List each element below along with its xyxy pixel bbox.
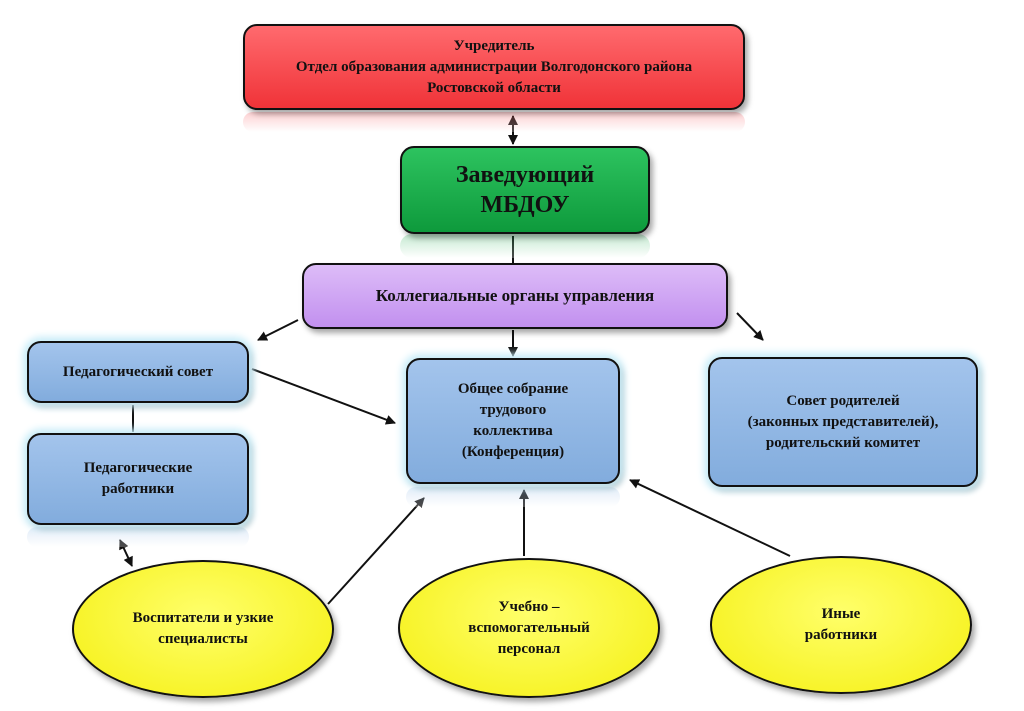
educators-ellipse: Воспитатели и узкие специалисты	[72, 560, 334, 698]
founder-text: Учредитель Отдел образования администрац…	[295, 37, 693, 96]
educators-text: Воспитатели и узкие специалисты	[132, 610, 274, 647]
director-text: Заведующий МБДОУ	[455, 162, 595, 218]
support-staff-text: Учебно – вспомогательный персонал	[468, 598, 590, 657]
director-box: Заведующий МБДОУ	[400, 146, 650, 234]
educators-meeting-arrow	[327, 497, 425, 605]
ped-council-text: Педагогический совет	[62, 363, 214, 380]
support-staff-ellipse: Учебно – вспомогательный персонал	[398, 558, 660, 698]
collegial-box: Коллегиальные органы управления	[302, 263, 728, 329]
general-meeting-text: Общее собрание трудового коллектива (Кон…	[457, 381, 569, 460]
other-meeting-arrow	[629, 479, 791, 557]
ped-workers-box: Педагогические работники	[27, 433, 249, 525]
parents-council-text: Совет родителей (законных представителей…	[747, 392, 939, 451]
ped-workers-text: Педагогические работники	[83, 460, 193, 497]
other-workers-ellipse: Иные работники	[710, 556, 972, 694]
collegial-text: Коллегиальные органы управления	[375, 286, 655, 305]
collegial-parents-arrow	[736, 312, 764, 341]
founder-box: Учредитель Отдел образования администрац…	[243, 24, 745, 110]
pedcouncil-meeting-arrow	[251, 368, 396, 425]
collegial-pedcouncil-arrow	[257, 319, 299, 341]
other-workers-text: Иные работники	[804, 606, 878, 643]
general-meeting-box: Общее собрание трудового коллектива (Кон…	[406, 358, 620, 484]
ped-council-box: Педагогический совет	[27, 341, 249, 403]
parents-council-box: Совет родителей (законных представителей…	[708, 357, 978, 487]
pedworkers-educators-arrow	[119, 539, 133, 567]
